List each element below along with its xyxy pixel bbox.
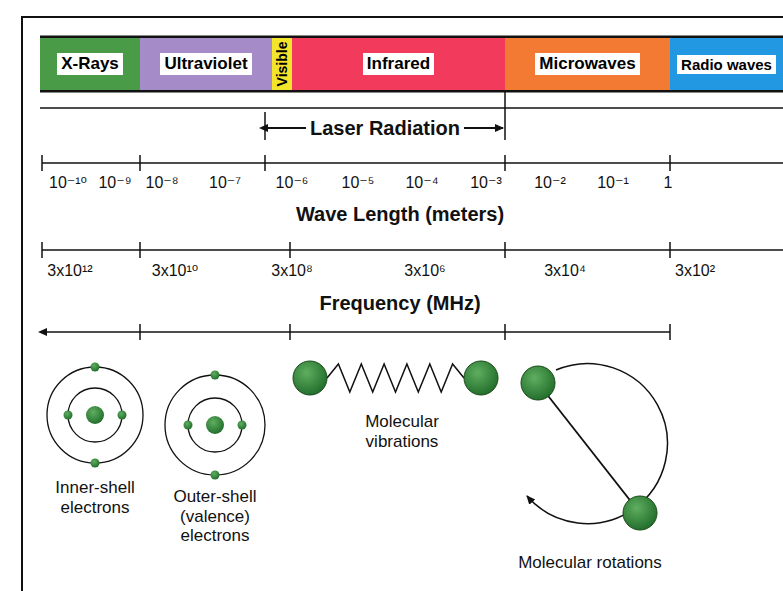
frequency-tick-label: 3x10¹² bbox=[47, 262, 92, 280]
frequency-tick-label: 3x10⁴ bbox=[544, 262, 586, 280]
axis-title: Wave Length (meters) bbox=[296, 203, 504, 226]
wavelength-tick-label: 10⁻⁸ bbox=[146, 174, 179, 192]
wavelength-tick-label: 10⁻⁴ bbox=[405, 174, 438, 192]
frame bbox=[22, 17, 783, 591]
frequency-tick-label: 3x10⁶ bbox=[404, 262, 445, 280]
band-label: Ultraviolet bbox=[160, 53, 251, 75]
frequency-tick-label: 3x10¹⁰ bbox=[152, 262, 198, 280]
ultraviolet-band: Ultraviolet bbox=[140, 38, 272, 90]
visible-band: Visible bbox=[272, 38, 292, 90]
wavelength-tick-label: 10⁻³ bbox=[470, 174, 502, 192]
range-tick bbox=[264, 112, 266, 140]
wavelength-tick-label: 10⁻⁷ bbox=[209, 174, 241, 192]
wavelength-tick-label: 10⁻¹⁰ bbox=[49, 174, 87, 192]
process-axis bbox=[46, 324, 670, 340]
wavelength-tick-label: 1 bbox=[664, 174, 673, 192]
rotation-molecule bbox=[521, 364, 667, 530]
wavelength-tick-label: 10⁻⁵ bbox=[342, 174, 375, 192]
microwave-band: Microwaves bbox=[505, 38, 670, 90]
wavelength-tick-label: 10⁻² bbox=[534, 174, 566, 192]
divider-line bbox=[40, 107, 783, 109]
vibration-spring bbox=[293, 361, 498, 395]
band-label: Infrared bbox=[363, 53, 434, 75]
range-tick bbox=[504, 92, 506, 140]
process-label: Inner-shell electrons bbox=[39, 478, 151, 517]
range-label: Laser Radiation bbox=[306, 117, 464, 140]
band-label: X-Rays bbox=[57, 53, 123, 75]
process-label: Molecular vibrations bbox=[342, 412, 462, 451]
wavelength-tick-label: 10⁻⁶ bbox=[276, 174, 309, 192]
wavelength-tick-label: 10⁻⁹ bbox=[98, 174, 131, 192]
frequency-tick-label: 3x10² bbox=[675, 262, 715, 280]
frequency-axis bbox=[42, 242, 783, 258]
radio-band: Radio waves bbox=[670, 38, 783, 90]
band-label: Microwaves bbox=[535, 53, 639, 75]
wavelength-axis bbox=[42, 155, 783, 171]
inner-shell-atom bbox=[47, 363, 143, 468]
band-label: Radio waves bbox=[677, 55, 776, 74]
xray-band: X-Rays bbox=[40, 38, 140, 90]
band-label: Visible bbox=[274, 42, 290, 87]
process-label: Outer-shell (valence) electrons bbox=[159, 487, 271, 546]
axis-title: Frequency (MHz) bbox=[319, 292, 480, 315]
frequency-tick-label: 3x10⁸ bbox=[271, 262, 312, 280]
process-label: Molecular rotations bbox=[518, 553, 662, 573]
outer-shell-atom bbox=[165, 371, 265, 480]
infrared-band: Infrared bbox=[292, 38, 505, 90]
wavelength-tick-label: 10⁻¹ bbox=[597, 174, 629, 192]
